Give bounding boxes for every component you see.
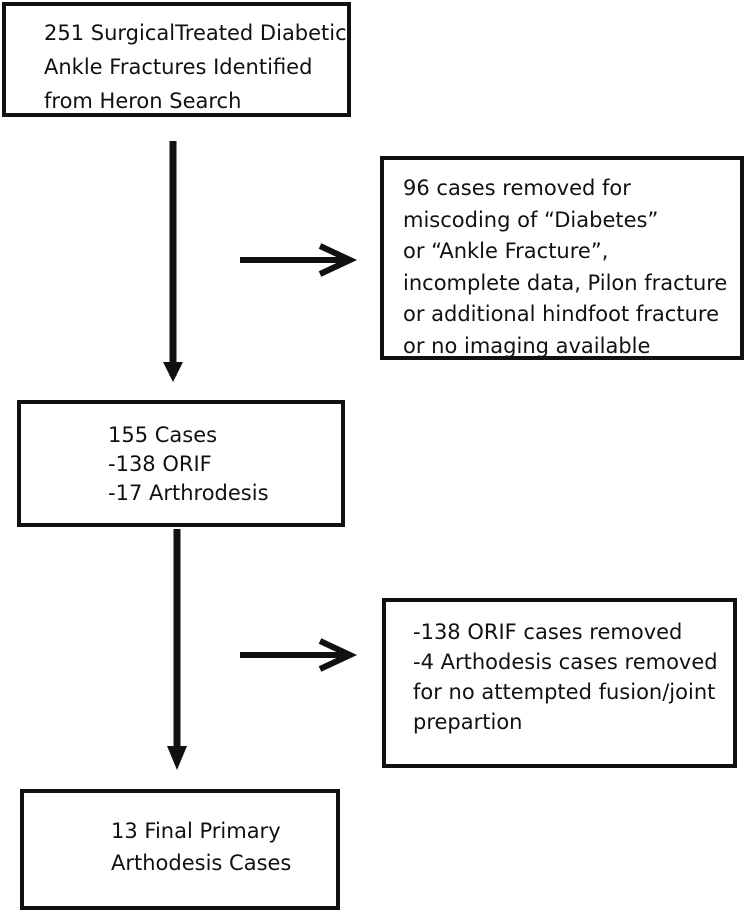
exclusion-1-line-1: 96 cases removed for <box>403 176 631 200</box>
intermediate-box: 155 Cases -138 ORIF -17 Arthrodesis <box>17 400 345 527</box>
exclusion-1-line-4: incomplete data, Pilon fracture <box>403 270 728 295</box>
exclusion-1-line-5: or additional hindfoot fracture <box>403 302 719 326</box>
start-line-1: 251 SurgicalTreated Diabetic <box>44 21 347 45</box>
final-line-1: 13 Final Primary <box>111 819 281 843</box>
intermediate-line-2: -138 ORIF <box>108 452 212 476</box>
arrowhead-intermediate-to-final <box>167 746 187 770</box>
exclusion-2-line-2: -4 Arthodesis cases removed <box>413 650 718 674</box>
arrowhead-to-exclusion-1 <box>318 243 358 277</box>
intermediate-line-3: -17 Arthrodesis <box>108 481 269 505</box>
exclusion-box-1: 96 cases removed for miscoding of “Diabe… <box>380 156 744 360</box>
arrowhead-to-exclusion-2 <box>318 638 358 672</box>
exclusion-2-line-4: prepartion <box>413 710 523 734</box>
start-line-2: Ankle Fractures Identified <box>44 55 313 79</box>
final-box: 13 Final Primary Arthodesis Cases <box>20 789 340 910</box>
exclusion-1-line-6: or no imaging available <box>403 333 651 358</box>
exclusion-1-line-3: or “Ankle Fracture”, <box>403 239 609 263</box>
exclusion-box-2: -138 ORIF cases removed -4 Arthodesis ca… <box>382 598 737 768</box>
exclusion-2-line-3: for no attempted fusion/joint <box>413 680 716 704</box>
start-box: 251 SurgicalTreated Diabetic Ankle Fract… <box>2 2 351 117</box>
exclusion-1-line-2: miscoding of “Diabetes” <box>403 207 659 232</box>
arrowhead-start-to-intermediate <box>163 362 183 382</box>
intermediate-line-1: 155 Cases <box>108 423 218 447</box>
exclusion-2-line-1: -138 ORIF cases removed <box>413 620 683 644</box>
start-line-3: from Heron Search <box>44 89 242 113</box>
final-line-2: Arthodesis Cases <box>111 851 292 875</box>
